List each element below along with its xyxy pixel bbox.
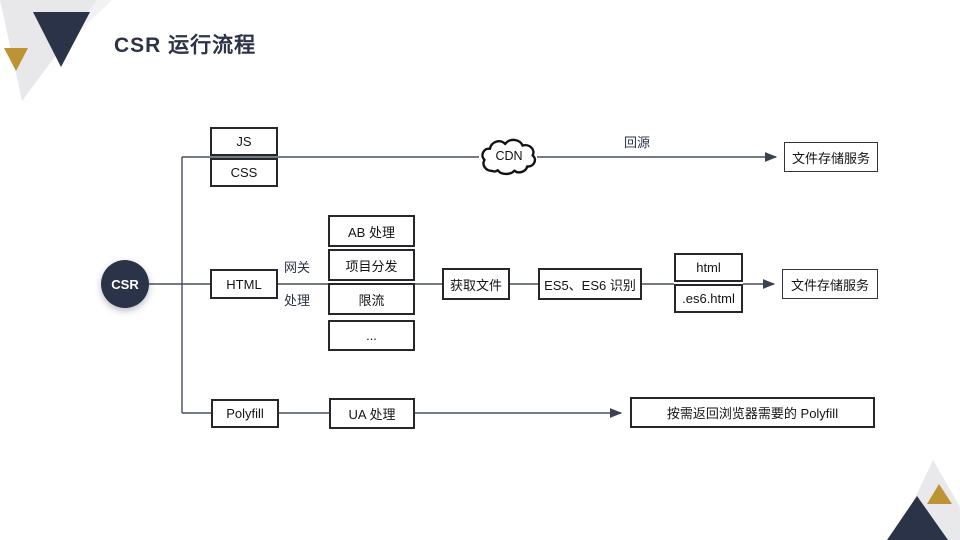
node-ua-process: UA 处理 (329, 398, 415, 429)
page-title: CSR 运行流程 (114, 34, 257, 57)
node-polyfill: Polyfill (211, 399, 279, 428)
node-js: JS (210, 127, 278, 156)
node-fetch-file: 获取文件 (442, 268, 510, 300)
node-rate-limit: 限流 (328, 283, 415, 315)
gold-triangle-icon (4, 48, 28, 71)
node-polyfill-return: 按需返回浏览器需要的 Polyfill (630, 397, 875, 428)
gold-triangle-icon (927, 484, 952, 504)
node-css: CSS (210, 158, 278, 187)
gateway-label-line1: 网关 (283, 260, 310, 275)
corner-decoration-top-left (0, 0, 112, 101)
gateway-label-line2: 处理 (283, 293, 310, 308)
navy-triangle-icon (33, 12, 90, 67)
node-storage-mid: 文件存储服务 (782, 269, 878, 299)
cdn-cloud-icon (481, 138, 537, 176)
cdn-cloud-label: CDN (495, 149, 523, 163)
node-html-file: html (674, 253, 743, 282)
node-more: ... (328, 320, 415, 351)
node-ab-process: AB 处理 (328, 215, 415, 247)
navy-triangle-icon (887, 496, 948, 540)
corner-decoration-bottom-right (887, 460, 960, 540)
node-project-dispatch: 项目分发 (328, 249, 415, 281)
node-storage-top: 文件存储服务 (784, 142, 878, 172)
node-html: HTML (210, 269, 278, 299)
node-es6-file: .es6.html (674, 284, 743, 313)
node-es-detect: ES5、ES6 识别 (538, 268, 642, 300)
csr-root-node: CSR (101, 260, 149, 308)
label-back-to-origin: 回源 (623, 135, 650, 150)
